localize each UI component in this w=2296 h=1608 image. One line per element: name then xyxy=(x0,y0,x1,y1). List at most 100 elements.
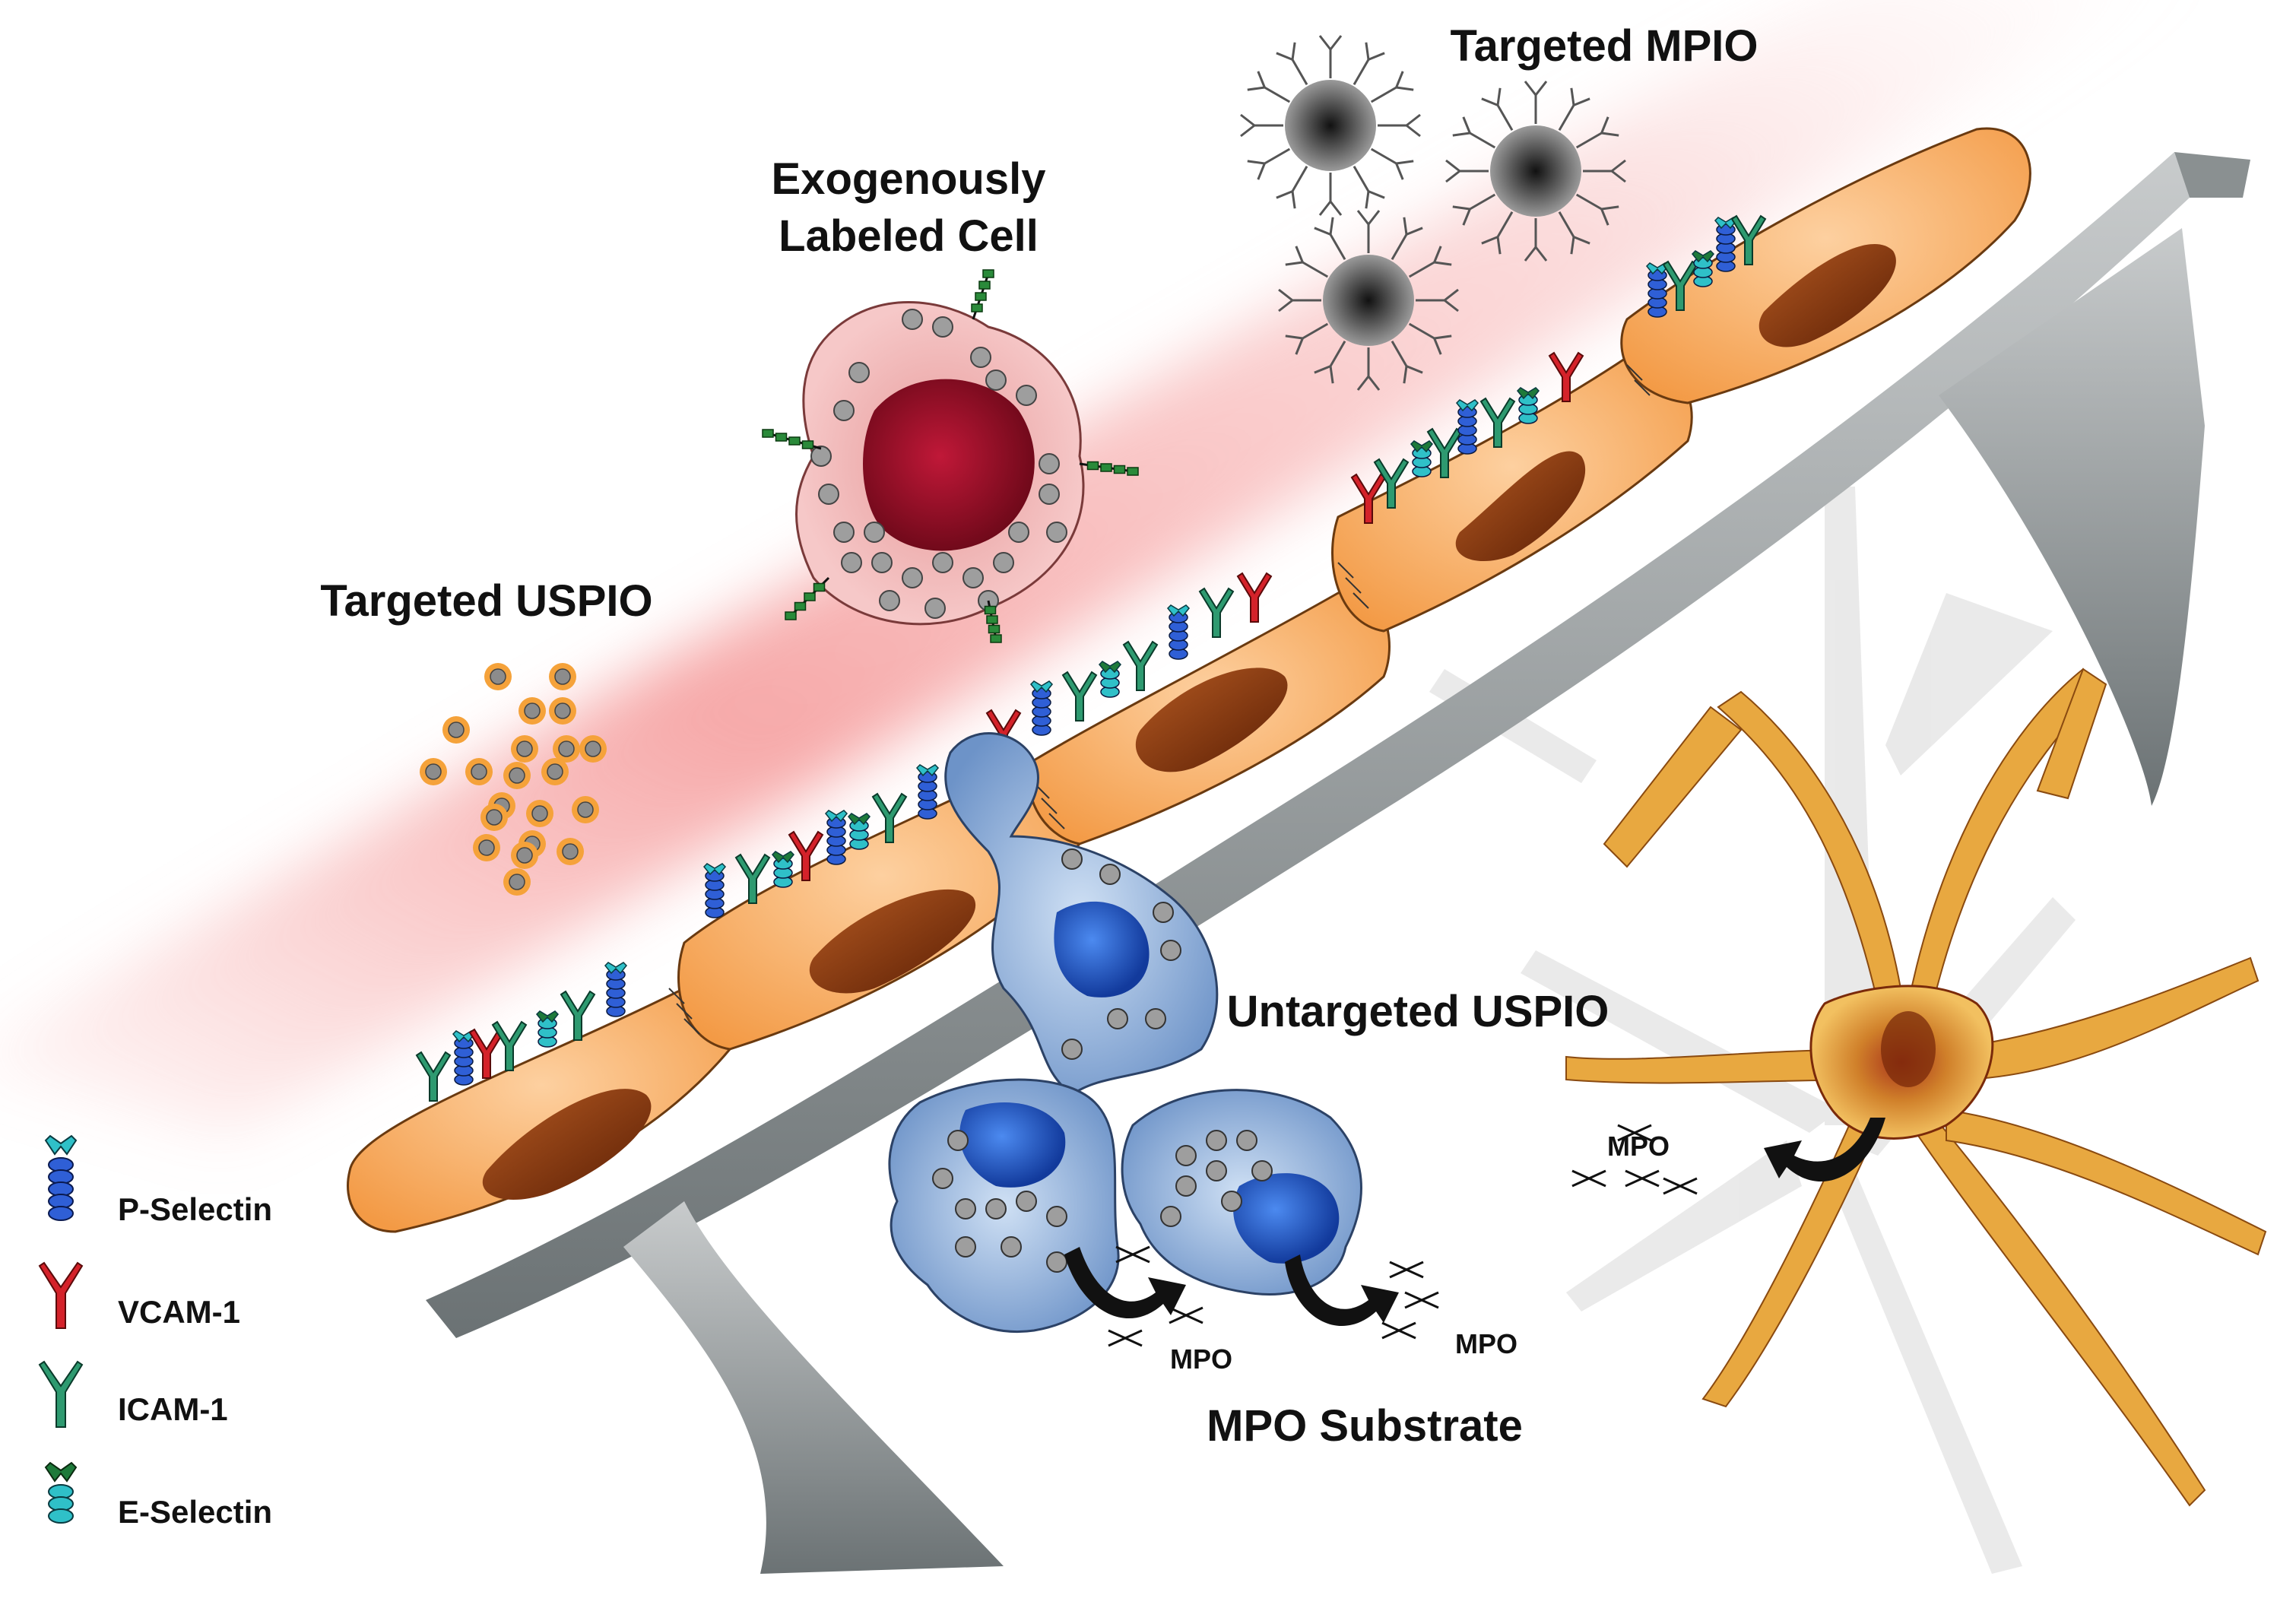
legend-label-e-selectin: E-Selectin xyxy=(118,1494,272,1530)
adhesion-molecule xyxy=(1166,604,1191,660)
labeled-cell-ligand xyxy=(762,429,822,450)
uspio-particle xyxy=(549,663,576,690)
labeled-cell-particle xyxy=(985,369,1007,391)
leukocyte-right xyxy=(1121,1089,1362,1296)
labeled-cell-particle xyxy=(1008,522,1029,543)
uspio-particle xyxy=(557,838,584,865)
mpo-scissor-mark xyxy=(1115,1245,1150,1264)
labeled-cell-ligand xyxy=(785,576,830,620)
adhesion-molecule xyxy=(1098,661,1122,698)
mpo-scissor-mark xyxy=(1617,1124,1652,1142)
adhesion-molecule xyxy=(1198,587,1235,638)
uspio-particle xyxy=(484,663,512,690)
uspio-particle xyxy=(465,758,493,785)
endothelial-nucleus xyxy=(809,889,976,994)
adhesion-molecule xyxy=(702,863,727,918)
adhesion-molecule xyxy=(1516,387,1540,424)
adhesion-molecule xyxy=(1122,640,1159,691)
uspio-particle xyxy=(511,735,538,763)
uspio-particle xyxy=(473,834,500,861)
mpo-scissor-mark xyxy=(1625,1169,1660,1188)
labeled-cell-particle xyxy=(871,552,893,573)
adhesion-molecule xyxy=(491,1020,528,1071)
leukocyte-particle xyxy=(1221,1191,1242,1212)
vcam-icon xyxy=(38,1261,84,1329)
uspio-particle xyxy=(553,735,580,763)
adhesion-molecule xyxy=(1350,473,1387,524)
mpo-release-arrows xyxy=(1064,1118,1885,1327)
legend-label-p-selectin: P-Selectin xyxy=(118,1191,272,1227)
label-targeted-mpio: Targeted MPIO xyxy=(1451,21,1758,71)
mpo-scissor-mark xyxy=(1404,1291,1439,1309)
uspio-particle xyxy=(549,697,576,725)
adhesion-molecule xyxy=(1714,217,1738,272)
adhesion-molecule xyxy=(1662,260,1698,311)
adhesion-molecule xyxy=(1410,440,1434,477)
labeled-cell-particle xyxy=(932,316,953,338)
uspio-particle xyxy=(420,758,447,785)
adhesion-molecule xyxy=(1236,572,1273,623)
leukocyte-particles xyxy=(932,848,1273,1273)
labeled-cell-particle xyxy=(902,309,923,330)
adhesion-molecule xyxy=(1426,427,1463,478)
mpo-cleavage-marks xyxy=(1108,1124,1698,1347)
labeled-cell-particles xyxy=(810,309,1067,619)
legend-label-vcam: VCAM-1 xyxy=(118,1294,240,1330)
label-labeled-cell: Labeled Cell xyxy=(779,211,1039,261)
leukocyte-particle xyxy=(1175,1175,1197,1197)
labeled-cell-ligands xyxy=(762,269,1139,643)
leukocyte-particle xyxy=(1016,1191,1037,1212)
leukocyte-particle xyxy=(1206,1160,1227,1181)
adhesion-molecule xyxy=(1479,397,1516,448)
mpo-scissor-mark xyxy=(1571,1169,1606,1188)
labeled-cell-particle xyxy=(818,484,839,505)
labeled-cell-particle xyxy=(833,400,855,421)
legend: P-Selectin VCAM-1 ICAM-1 E-Selectin xyxy=(38,1134,272,1530)
endothelial-nucleus xyxy=(1758,244,1896,347)
mpo-scissor-mark xyxy=(1389,1261,1424,1279)
adhesion-molecule xyxy=(734,853,771,904)
adhesion-molecule xyxy=(1373,458,1410,509)
label-exogenously: Exogenously xyxy=(772,154,1046,204)
label-untargeted-uspio: Untargeted USPIO xyxy=(1227,987,1609,1036)
exogenously-labeled-cell xyxy=(762,269,1139,643)
leukocyte-particle xyxy=(955,1236,976,1258)
leukocyte-particle xyxy=(1001,1236,1022,1258)
labeled-cell-particle xyxy=(993,552,1014,573)
label-mpo-substrate: MPO Substrate xyxy=(1207,1401,1523,1451)
adhesion-molecule xyxy=(1548,351,1584,402)
targeted-uspio-particles xyxy=(420,663,607,896)
leukocyte-particle xyxy=(1046,1251,1067,1273)
uspio-particle xyxy=(519,697,546,725)
uspio-particle xyxy=(480,804,508,831)
labeled-cell-ligand xyxy=(984,600,1002,643)
adhesion-molecule xyxy=(871,792,908,843)
uspio-particle xyxy=(511,842,538,869)
labeled-cell-particle xyxy=(932,552,953,573)
leukocyte-particle xyxy=(1107,1008,1128,1029)
leukocyte-particle xyxy=(1145,1008,1166,1029)
leukocyte-particle xyxy=(1160,940,1181,961)
labeled-cell-particle xyxy=(1039,484,1060,505)
leukocyte-particle xyxy=(1236,1130,1257,1151)
labeled-cell-ligand xyxy=(1079,461,1139,476)
uspio-particle xyxy=(572,796,599,823)
endothelial-nucleus xyxy=(482,1089,652,1200)
leukocyte-particle xyxy=(1153,902,1174,923)
labeled-cell-particle xyxy=(970,347,991,368)
leukocyte-particle xyxy=(1099,864,1121,885)
adhesion-molecule xyxy=(1029,680,1054,736)
labeled-cell-particle xyxy=(962,567,984,588)
adhesion-molecule xyxy=(1061,671,1098,722)
mpo-scissor-mark xyxy=(1381,1321,1416,1340)
labeled-cell-particle xyxy=(864,522,885,543)
leukocyte-particle xyxy=(1046,1206,1067,1227)
leukocyte-particle xyxy=(1061,1039,1083,1060)
mpo-scissor-mark xyxy=(1663,1177,1698,1195)
leukocyte-particle xyxy=(985,1198,1007,1219)
label-mpo-2: MPO xyxy=(1455,1328,1517,1359)
adhesion-molecule xyxy=(788,830,824,881)
adhesion-molecule xyxy=(604,962,628,1017)
e-selectin-icon xyxy=(44,1461,78,1524)
leukocyte-particle xyxy=(947,1130,969,1151)
